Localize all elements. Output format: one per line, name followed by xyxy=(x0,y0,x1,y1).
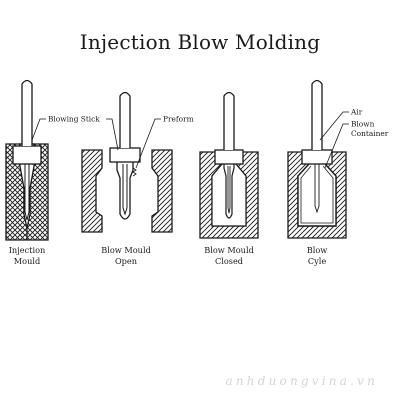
blowing-stick-label: Blowing Stick xyxy=(48,115,100,124)
blowing-stick-shaft xyxy=(223,91,235,150)
core-rod xyxy=(24,164,30,221)
stage-blow-mould-open xyxy=(81,91,173,233)
blown-container-label-line2: Container xyxy=(351,129,389,138)
caption-stage4-line1: Blow xyxy=(307,245,328,255)
blown-container-inner-wall xyxy=(300,165,334,224)
blowing-stick-shaft xyxy=(119,91,131,148)
preform xyxy=(116,158,134,220)
caption-stage1-line1: Injection xyxy=(9,245,46,255)
caption-stage3-line2: Closed xyxy=(215,256,243,266)
open-mould-left-half xyxy=(81,149,103,233)
open-mould-right-half xyxy=(151,149,173,233)
blowing-stick-collar xyxy=(12,145,42,165)
blowing-stick-collar xyxy=(109,147,141,163)
blowing-stick-leader-2 xyxy=(106,118,119,151)
caption-stage1-line2: Mould xyxy=(14,256,40,266)
stage-blow-cycle xyxy=(287,79,347,239)
blowing-stick-leader xyxy=(31,118,46,141)
stage-blow-mould-closed xyxy=(199,91,259,239)
stage-injection-mould xyxy=(5,79,49,241)
blown-container-leader xyxy=(324,123,349,169)
blown-container-label-line1: Blown xyxy=(351,120,375,129)
core-rod xyxy=(122,164,128,216)
page-title: Injection Blow Molding xyxy=(79,30,321,54)
preform-leader xyxy=(135,118,161,169)
air-leader xyxy=(319,111,349,141)
preform xyxy=(223,160,235,219)
blowing-stick-collar xyxy=(214,149,244,165)
core-rod xyxy=(227,166,231,214)
caption-stage3-line1: Blow Mould xyxy=(204,245,254,255)
caption-stage2-line2: Open xyxy=(115,256,138,266)
preform-label: Preform xyxy=(163,115,194,124)
blowing-stick-shaft xyxy=(311,79,323,150)
caption-stage4-line2: Cyle xyxy=(308,256,327,266)
air-channel xyxy=(314,164,320,214)
blowing-stick-shaft xyxy=(21,79,33,146)
watermark: anhduongvina.vn xyxy=(225,374,378,388)
caption-stage2-line1: Blow Mould xyxy=(101,245,151,255)
preform-neck-thread xyxy=(132,167,137,177)
air-label: Air xyxy=(350,108,363,117)
